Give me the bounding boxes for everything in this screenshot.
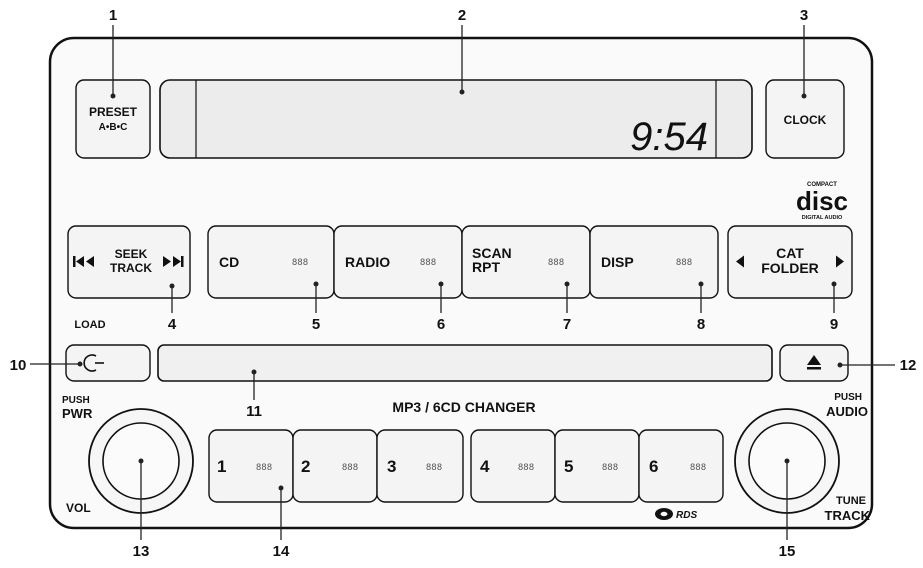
preset-number: 3	[387, 457, 396, 476]
led-indicator: 888	[342, 463, 358, 473]
seek-label: SEEK	[115, 247, 148, 261]
preset-sub-label: A•B•C	[99, 122, 128, 133]
callout-14: 14	[273, 543, 290, 560]
rpt-label: RPT	[472, 259, 500, 275]
track-label: TRACK	[110, 261, 152, 275]
led-indicator: 888	[426, 463, 442, 473]
push-audio-label: AUDIO	[826, 404, 868, 419]
led-indicator: 888	[292, 258, 308, 268]
callout-8: 8	[697, 316, 705, 333]
preset-number: 5	[564, 457, 573, 476]
folder-label: FOLDER	[761, 260, 819, 276]
preset-6-button[interactable]: 6 888	[638, 429, 724, 503]
preset-number: 1	[217, 457, 226, 476]
callout-6: 6	[437, 316, 445, 333]
cat-folder-button[interactable]: CAT FOLDER	[727, 225, 853, 299]
push-pwr-label: PWR	[62, 406, 93, 421]
led-indicator: 888	[690, 463, 706, 473]
track-knob-label: TRACK	[825, 508, 871, 523]
callout-3: 3	[800, 7, 808, 24]
rds-text: RDS	[676, 510, 697, 521]
disp-button[interactable]: DISP 888	[589, 225, 719, 299]
folder-prev-icon	[736, 255, 744, 268]
led-indicator: 888	[676, 258, 692, 268]
compact-disc-logo: COMPACT disc DIGITAL AUDIO	[796, 182, 848, 221]
push-audio-top-label: PUSH	[834, 392, 862, 403]
preset-number: 4	[480, 457, 490, 476]
load-button[interactable]	[65, 344, 151, 382]
callout-9: 9	[830, 316, 838, 333]
folder-next-icon	[836, 255, 844, 268]
rds-logo: RDS	[655, 508, 697, 521]
scan-rpt-button[interactable]: SCAN RPT 888	[461, 225, 591, 299]
cd-button[interactable]: CD 888	[207, 225, 335, 299]
seek-forward-icon	[163, 256, 184, 267]
led-indicator: 888	[602, 463, 618, 473]
leader-lines	[30, 25, 895, 540]
callout-7: 7	[563, 316, 571, 333]
led-indicator: 888	[548, 258, 564, 268]
load-icon	[83, 354, 104, 372]
callout-13: 13	[133, 543, 150, 560]
led-indicator: 888	[256, 463, 272, 473]
compact-disc-sub-text: DIGITAL AUDIO	[802, 215, 843, 221]
callout-11: 11	[246, 403, 262, 420]
preset-label: PRESET	[89, 105, 138, 119]
push-pwr-top-label: PUSH	[62, 395, 90, 406]
callout-1: 1	[109, 7, 117, 24]
eject-button[interactable]	[779, 344, 849, 382]
disp-label: DISP	[601, 254, 634, 270]
tune-label: TUNE	[836, 495, 866, 507]
changer-label: MP3 / 6CD CHANGER	[392, 399, 535, 415]
clock-label: CLOCK	[784, 113, 827, 127]
led-indicator: 888	[420, 258, 436, 268]
scan-label: SCAN	[472, 245, 512, 261]
callout-5: 5	[312, 316, 320, 333]
vol-label: VOL	[66, 501, 91, 515]
compact-disc-small-text: COMPACT	[807, 182, 837, 188]
seek-back-icon	[73, 256, 94, 267]
led-indicator: 888	[518, 463, 534, 473]
preset-3-button[interactable]: 3 888	[376, 429, 464, 503]
callout-15: 15	[779, 543, 796, 560]
callout-4: 4	[168, 316, 177, 333]
radio-label: RADIO	[345, 254, 390, 270]
cd-label: CD	[219, 254, 239, 270]
load-label: LOAD	[74, 319, 105, 331]
preset-5-button[interactable]: 5 888	[554, 429, 640, 503]
seek-track-button[interactable]: SEEK TRACK	[67, 225, 191, 299]
compact-disc-big-text: disc	[796, 186, 848, 216]
cat-label: CAT	[776, 245, 804, 261]
callout-10: 10	[10, 357, 27, 374]
display-screen: 9:54	[159, 79, 753, 159]
preset-number: 6	[649, 457, 658, 476]
eject-icon	[807, 355, 821, 370]
radio-button[interactable]: RADIO 888	[333, 225, 463, 299]
preset-2-button[interactable]: 2 888	[292, 429, 378, 503]
clock-button[interactable]: CLOCK	[765, 79, 845, 159]
callout-12: 12	[900, 357, 917, 374]
preset-4-button[interactable]: 4 888	[470, 429, 556, 503]
callout-2: 2	[458, 7, 466, 24]
preset-number: 2	[301, 457, 310, 476]
clock-readout: 9:54	[630, 115, 708, 159]
cd-slot	[157, 344, 773, 382]
